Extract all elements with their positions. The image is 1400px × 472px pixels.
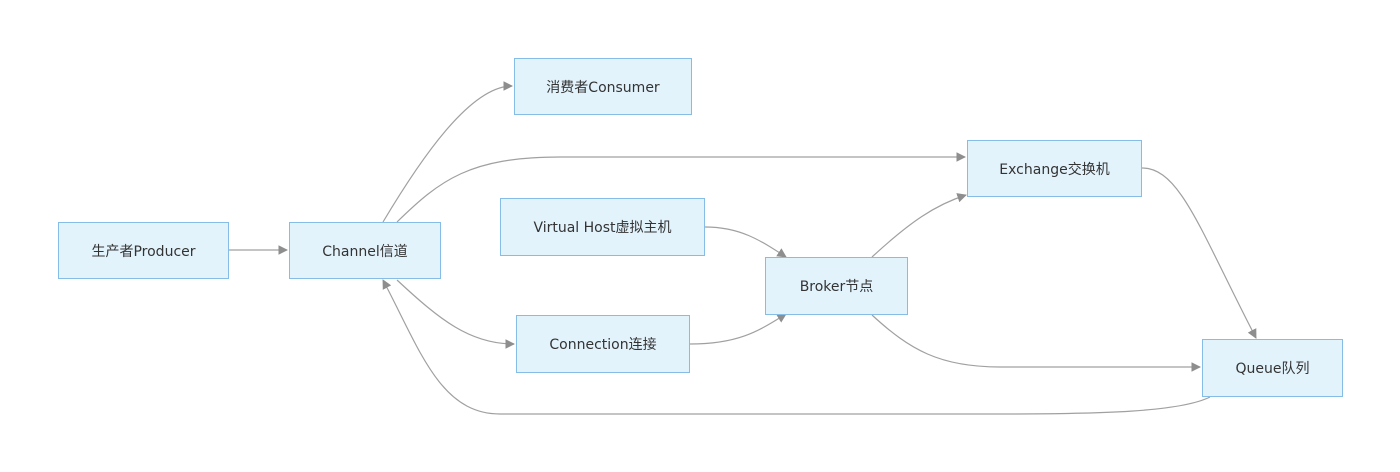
node-label: Exchange交换机: [999, 161, 1110, 178]
node-label: Queue队列: [1235, 361, 1310, 377]
node-virtual-host: Virtual Host虚拟主机: [500, 198, 705, 256]
node-exchange: Exchange交换机: [967, 140, 1142, 197]
edge-broker-to-exchange: [871, 193, 967, 258]
edge-channel-to-exchange: [396, 152, 966, 223]
edge-exchange-to-queue: [1141, 167, 1257, 339]
node-channel: Channel信道: [289, 222, 441, 279]
node-label: Connection连接: [549, 337, 657, 353]
node-broker: Broker节点: [765, 257, 908, 315]
edge-connection-to-broker: [689, 313, 787, 345]
node-queue: Queue队列: [1202, 339, 1343, 397]
node-consumer: 消费者Consumer: [514, 58, 692, 115]
edge-broker-to-queue: [871, 314, 1201, 372]
edge-queue-to-channel: [382, 279, 1211, 415]
node-connection: Connection连接: [516, 315, 690, 373]
node-label: Virtual Host虚拟主机: [533, 220, 672, 236]
edge-channel-to-connection: [396, 279, 515, 349]
node-label: Broker节点: [799, 279, 874, 295]
edge-channel-to-consumer: [382, 81, 513, 223]
node-label: 消费者Consumer: [546, 79, 660, 96]
node-label: 生产者Producer: [91, 243, 196, 260]
edge-vhost-to-broker: [704, 226, 787, 258]
node-producer: 生产者Producer: [58, 222, 229, 279]
node-label: Channel信道: [322, 243, 408, 260]
